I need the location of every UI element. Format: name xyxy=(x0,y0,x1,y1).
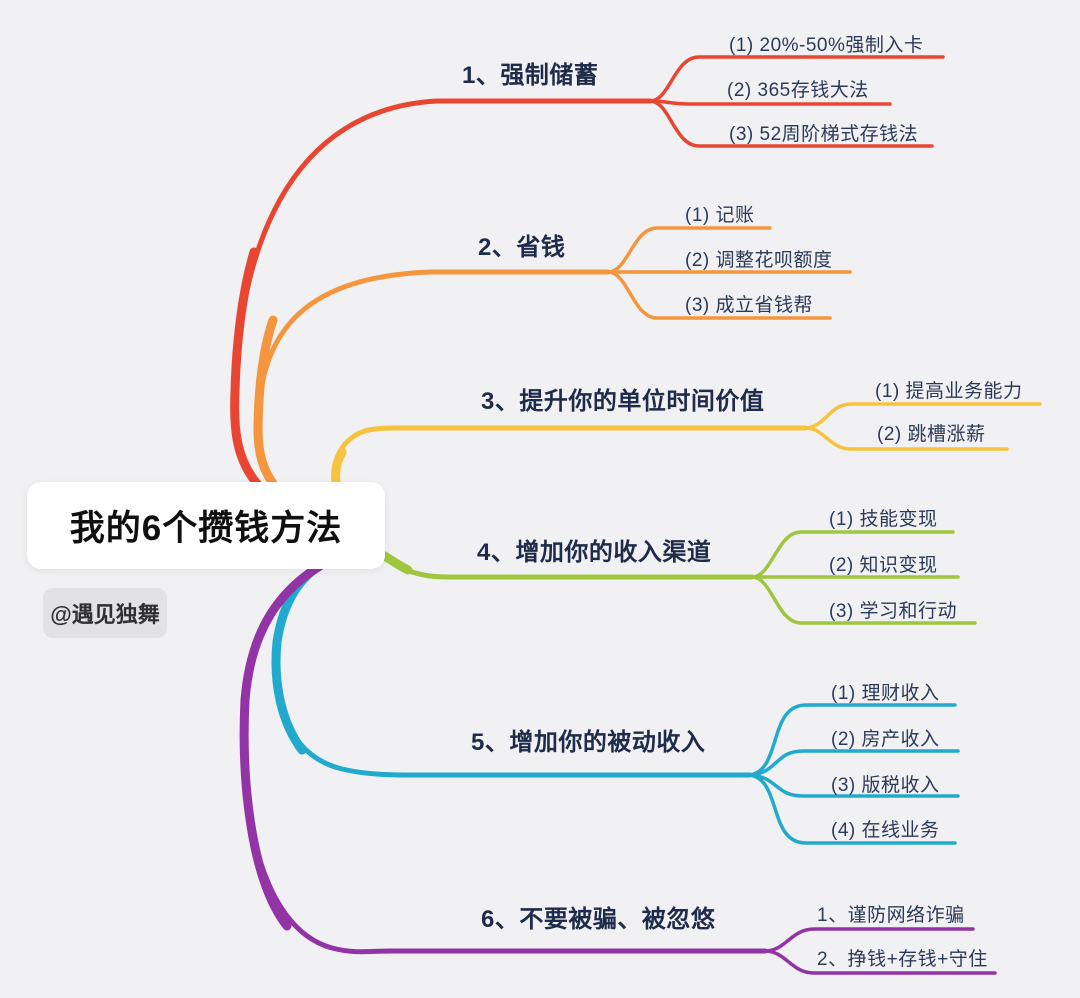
branch-5-label: 5、增加你的被动收入 xyxy=(471,729,706,756)
branch-6-root-curve-thick xyxy=(239,545,357,931)
branch-6-child-1: 1、谨防网络诈骗 xyxy=(817,905,965,926)
branch-4-child-1: (1) 技能变现 xyxy=(829,509,938,530)
root-title: 我的6个攒钱方法 xyxy=(69,509,343,548)
branch-5-child-4-line xyxy=(748,773,957,845)
branch-6-lines xyxy=(239,545,997,975)
branch-6-child-2-line xyxy=(763,949,997,975)
branch-5-child-1: (1) 理财收入 xyxy=(831,683,940,704)
branch-6-label: 6、不要被骗、被忽悠 xyxy=(481,906,716,933)
watermark-badge: @遇见独舞 xyxy=(43,588,167,638)
root-node: 我的6个攒钱方法 xyxy=(27,482,385,569)
branch-2-label: 2、省钱 xyxy=(478,234,566,261)
branch-1-child-3: (3) 52周阶梯式存钱法 xyxy=(729,124,919,145)
branch-5-root-curve-thick xyxy=(271,543,359,755)
branch-5-child-3: (3) 版税收入 xyxy=(831,775,940,796)
branch-2-child-3: (3) 成立省钱帮 xyxy=(685,295,814,316)
branch-4-child-2: (2) 知识变现 xyxy=(829,555,938,576)
branch-2-child-2: (2) 调整花呗额度 xyxy=(685,250,833,271)
branch-2-child-1: (1) 记账 xyxy=(685,205,755,226)
branch-4-child-1-line xyxy=(750,530,955,579)
branch-5-child-4: (4) 在线业务 xyxy=(831,820,940,841)
branch-1-root-curve xyxy=(232,98,653,543)
branch-1-child-3-line xyxy=(648,99,934,148)
branch-3-child-2: (2) 跳槽涨薪 xyxy=(877,424,986,445)
branch-1-label: 1、强制储蓄 xyxy=(462,62,599,89)
branch-1-child-1: (1) 20%-50%强制入卡 xyxy=(729,35,924,56)
branch-6-child-2: 2、挣钱+存钱+守住 xyxy=(817,949,988,970)
branch-2-child-1-line xyxy=(606,226,772,274)
branch-4-child-3-line xyxy=(750,575,977,625)
branch-4-child-3: (3) 学习和行动 xyxy=(829,601,958,622)
branch-3-root-curve xyxy=(332,425,808,515)
branch-3-label: 3、提升你的单位时间价值 xyxy=(481,388,765,415)
branch-5-child-2: (2) 房产收入 xyxy=(831,729,940,750)
branch-1-child-2: (2) 365存钱大法 xyxy=(727,80,869,101)
branch-4-lines xyxy=(367,530,977,625)
branch-1-child-1-line xyxy=(648,55,945,103)
branch-5-child-2-line xyxy=(748,749,960,777)
branch-3-child-1: (1) 提高业务能力 xyxy=(875,381,1023,402)
branch-4-label: 4、增加你的收入渠道 xyxy=(477,539,712,566)
branch-5-child-1-line xyxy=(748,703,957,777)
branch-3-child-2-line xyxy=(803,426,1009,451)
branch-2-child-3-line xyxy=(606,270,832,320)
